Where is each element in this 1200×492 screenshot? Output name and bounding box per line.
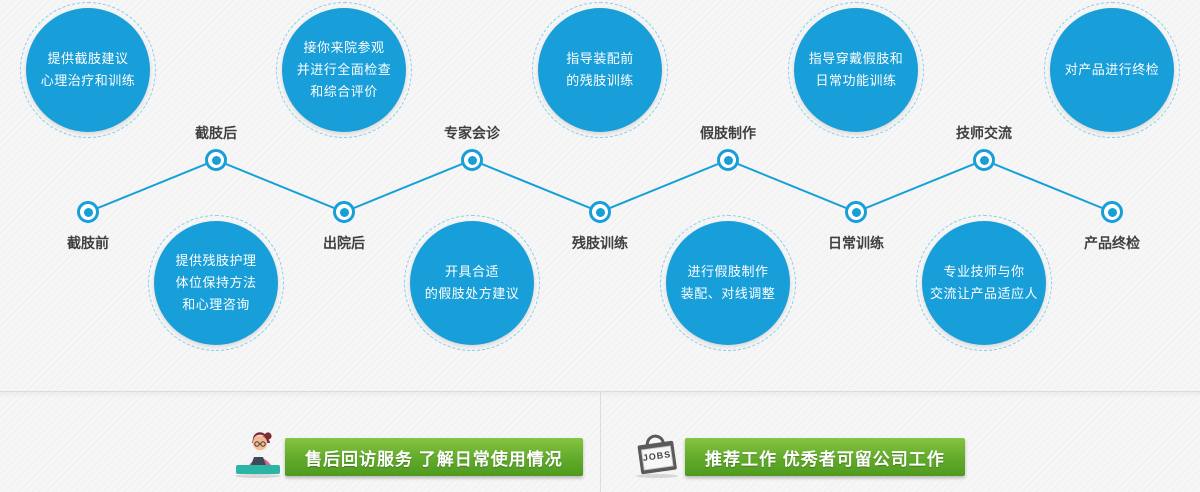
stage-2-description: 提供残肢护理 体位保持方法 和心理咨询 [175, 253, 257, 312]
stage-3-timeline-node [333, 201, 355, 223]
stage-1: 提供截肢建议 心理治疗和训练 截肢前 [8, 0, 168, 392]
after-sales-banner-label: 售后回访服务 了解日常使用情况 [305, 449, 563, 469]
after-sales-consultant-icon [231, 430, 285, 478]
node-dot-icon [1107, 207, 1117, 217]
stage-9-description: 对产品进行终检 [1064, 62, 1160, 77]
stage-3-label: 出院后 [323, 235, 365, 251]
stage-4-description-bubble: 开具合适 的假肢处方建议 [404, 215, 540, 351]
node-dot-icon [339, 207, 349, 217]
stage-3-description-bubble: 接你来院参观 并进行全面检查 和综合评价 [276, 2, 412, 138]
stage-7-description: 指导穿戴假肢和 日常功能训练 [808, 51, 904, 88]
footer-section: 售后回访服务 了解日常使用情况 JOBS 推荐工作 优秀者可留公司工作 [0, 391, 1200, 492]
stage-6: 进行假肢制作 装配、对线调整 假肢制作 [648, 0, 808, 392]
stage-5: 指导装配前 的残肢训练 残肢训练 [520, 0, 680, 392]
stage-2: 提供残肢护理 体位保持方法 和心理咨询 截肢后 [136, 0, 296, 392]
jobs-banner-bar[interactable]: 推荐工作 优秀者可留公司工作 [685, 438, 965, 476]
stage-4-description: 开具合适 的假肢处方建议 [424, 264, 520, 301]
stage-8-description: 专业技师与你 交流让产品适应人 [929, 264, 1038, 301]
stage-2-timeline-node [205, 149, 227, 171]
stage-1-timeline-node [77, 201, 99, 223]
stage-5-description: 指导装配前 的残肢训练 [566, 51, 634, 88]
node-dot-icon [723, 155, 733, 165]
stage-9-description-bubble: 对产品进行终检 [1044, 2, 1180, 138]
stage-6-description-bubble: 进行假肢制作 装配、对线调整 [660, 215, 796, 351]
node-dot-icon [467, 155, 477, 165]
node-dot-icon [83, 207, 93, 217]
node-dot-icon [211, 155, 221, 165]
stage-8-label: 技师交流 [956, 125, 1012, 141]
jobs-banner[interactable]: JOBS 推荐工作 优秀者可留公司工作 [631, 430, 965, 478]
footer-vertical-divider [600, 392, 601, 492]
stage-7: 指导穿戴假肢和 日常功能训练 日常训练 [776, 0, 936, 392]
stage-7-label: 日常训练 [828, 235, 884, 251]
after-sales-banner-bar[interactable]: 售后回访服务 了解日常使用情况 [285, 438, 583, 476]
node-dot-icon [595, 207, 605, 217]
stage-8: 专业技师与你 交流让产品适应人 技师交流 [904, 0, 1064, 392]
stage-2-label: 截肢后 [195, 125, 237, 141]
stage-9-label: 产品终检 [1084, 235, 1140, 251]
stage-1-description-bubble: 提供截肢建议 心理治疗和训练 [20, 2, 156, 138]
jobs-banner-label: 推荐工作 优秀者可留公司工作 [705, 449, 945, 469]
stage-8-timeline-node [973, 149, 995, 171]
stage-1-description: 提供截肢建议 心理治疗和训练 [40, 51, 136, 88]
stage-3: 接你来院参观 并进行全面检查 和综合评价 出院后 [264, 0, 424, 392]
stage-5-label: 残肢训练 [572, 235, 628, 251]
stage-5-description-bubble: 指导装配前 的残肢训练 [532, 2, 668, 138]
after-sales-banner[interactable]: 售后回访服务 了解日常使用情况 [231, 430, 583, 478]
stage-1-label: 截肢前 [67, 235, 109, 251]
jobs-bag-icon: JOBS [631, 430, 685, 478]
node-dot-icon [851, 207, 861, 217]
stage-5-timeline-node [589, 201, 611, 223]
stage-3-description: 接你来院参观 并进行全面检查 和综合评价 [296, 40, 392, 99]
stage-8-description-bubble: 专业技师与你 交流让产品适应人 [916, 215, 1052, 351]
stage-4-timeline-node [461, 149, 483, 171]
stage-6-timeline-node [717, 149, 739, 171]
stage-7-timeline-node [845, 201, 867, 223]
stage-9: 对产品进行终检 产品终检 [1032, 0, 1192, 392]
stage-6-label: 假肢制作 [700, 125, 756, 141]
stage-4-label: 专家会诊 [444, 125, 500, 141]
stage-7-description-bubble: 指导穿戴假肢和 日常功能训练 [788, 2, 924, 138]
node-dot-icon [979, 155, 989, 165]
stage-2-description-bubble: 提供残肢护理 体位保持方法 和心理咨询 [148, 215, 284, 351]
stage-9-timeline-node [1101, 201, 1123, 223]
stage-6-description: 进行假肢制作 装配、对线调整 [680, 264, 776, 301]
stage-4: 开具合适 的假肢处方建议 专家会诊 [392, 0, 552, 392]
